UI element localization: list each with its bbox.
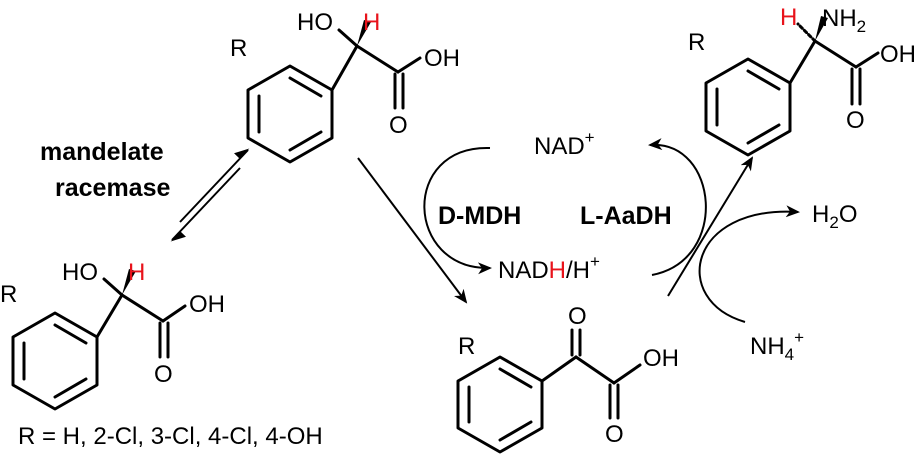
highlighted-h-label: H <box>780 4 797 31</box>
ammonium-to-water-arrow <box>698 205 800 323</box>
ho-label: HO <box>62 259 98 286</box>
substituent-list: R = H, 2-Cl, 3-Cl, 4-Cl, 4-OH <box>18 423 323 450</box>
nh2-label: NH2 <box>822 5 866 36</box>
d-mdh-label: D-MDH <box>438 202 521 230</box>
l-aadh-cofactor-arrow <box>648 138 707 276</box>
l-aadh-label: L-AaDH <box>580 202 672 230</box>
oh-label: OH <box>880 41 916 68</box>
racemase-equilibrium <box>170 148 250 242</box>
ho-label: HO <box>297 9 333 36</box>
highlighted-h-label: H <box>128 259 145 286</box>
oh-label: OH <box>643 345 679 372</box>
o-label: O <box>846 107 865 134</box>
o-label: O <box>154 361 173 388</box>
o-label: O <box>605 421 624 448</box>
r-label: R <box>230 35 247 62</box>
r-label: R <box>458 333 475 360</box>
amination-arrow <box>667 156 754 297</box>
ammonium-label: NH4+ <box>750 328 804 364</box>
oxidation-arrow <box>357 157 468 304</box>
water-label: H2O <box>812 201 857 232</box>
phenylglyoxylic-acid: R O OH O <box>456 303 679 454</box>
r-label: R <box>688 29 705 56</box>
racemase-label-line2: racemase <box>55 174 170 202</box>
ketone-o-label: O <box>568 303 587 330</box>
nadh-label: NADH/H+ <box>498 252 600 284</box>
o-label: O <box>389 112 408 139</box>
mandelic-acid-top: R HO H OH O <box>230 9 460 164</box>
oh-label: OH <box>189 291 225 318</box>
phenylglycine: R H NH2 OH O <box>688 4 916 157</box>
nad-plus-label: NAD+ <box>534 128 595 160</box>
d-mdh-cofactor-arrow <box>423 146 492 275</box>
highlighted-h-label: H <box>363 9 380 36</box>
mandelic-acid-bottom: R HO H OH O <box>0 259 225 411</box>
racemase-label-line1: mandelate <box>40 138 164 166</box>
oh-label: OH <box>424 45 460 72</box>
r-label: R <box>0 281 17 308</box>
